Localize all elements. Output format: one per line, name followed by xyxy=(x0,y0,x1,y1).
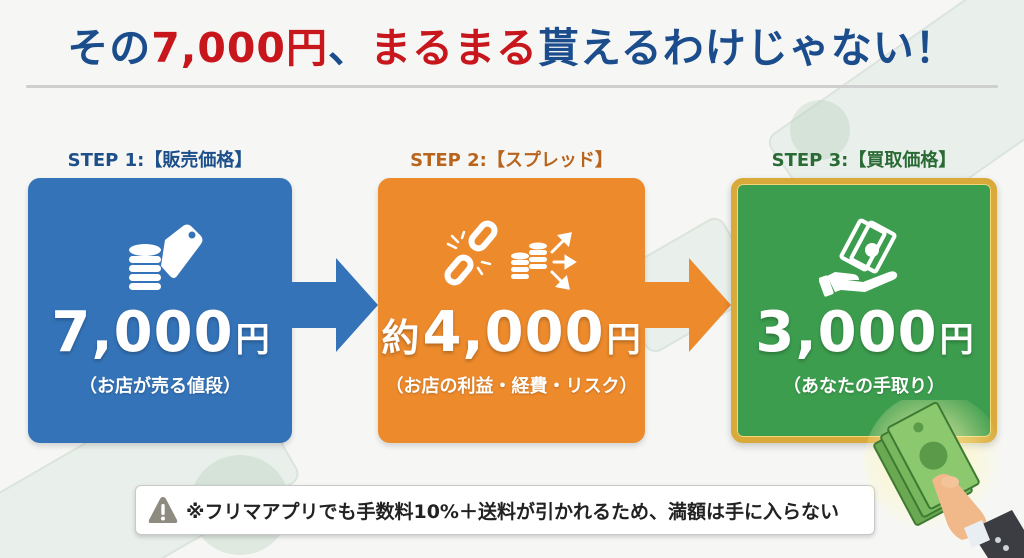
broken-chain-coins-icon xyxy=(444,220,577,290)
amount-value: 4,000 xyxy=(422,300,605,365)
step-2-card: 約4,000円 （お店の利益・経費・リスク） xyxy=(378,178,645,443)
amount-value: 7,000 xyxy=(51,300,234,365)
step-3-description: （あなたの手取り） xyxy=(783,376,945,397)
currency-unit: 円 xyxy=(606,320,642,360)
step-2-description: （お店の利益・経費・リスク） xyxy=(385,376,638,397)
warning-icon xyxy=(148,497,178,523)
step-3-amount: 3,000円 xyxy=(737,300,991,365)
step-1-card: 7,000円 （お店が売る値段） xyxy=(28,178,292,443)
hand-receiving-money-icon xyxy=(819,218,898,297)
amount-value: 3,000 xyxy=(755,300,938,365)
fee-notice: ※フリマアプリでも手数料10%＋送料が引かれるため、満額は手に入らない xyxy=(135,485,875,535)
title-segment-highlight: まるまる xyxy=(369,24,538,72)
notice-text: ※フリマアプリでも手数料10%＋送料が引かれるため、満額は手に入らない xyxy=(186,500,839,523)
title-segment: その xyxy=(67,24,152,72)
step-3-card: 3,000円 （あなたの手取り） xyxy=(731,178,997,443)
hand-holding-cash-icon xyxy=(864,400,1024,558)
title-segment-highlight: 7,000円 xyxy=(151,24,328,72)
page-title: その7,000円、まるまる貰えるわけじゃない！ xyxy=(0,14,1024,74)
step-1-amount: 7,000円 xyxy=(28,300,292,365)
title-divider xyxy=(26,85,998,88)
approx-prefix: 約 xyxy=(381,316,421,360)
coins-price-tag-icon xyxy=(129,224,203,290)
currency-unit: 円 xyxy=(235,320,271,360)
currency-unit: 円 xyxy=(939,320,975,360)
step-2-amount: 約4,000円 xyxy=(378,300,645,365)
title-segment: 貰えるわけじゃない！ xyxy=(537,24,957,72)
step-1-description: （お店が売る値段） xyxy=(79,376,241,397)
step-1-label: STEP 1:【販売価格】 xyxy=(67,150,253,171)
step-2-label: STEP 2:【スプレッド】 xyxy=(410,150,613,171)
arrow-right-icon xyxy=(643,258,731,352)
step-3-label: STEP 3:【買取価格】 xyxy=(771,150,957,171)
title-segment: 、 xyxy=(327,24,370,72)
arrow-right-icon xyxy=(290,258,378,352)
